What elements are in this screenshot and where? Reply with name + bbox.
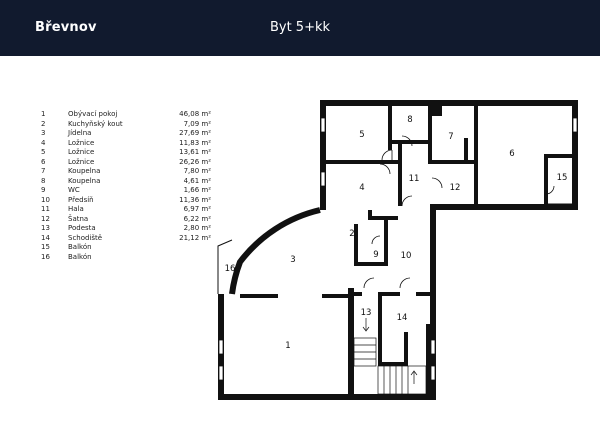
legend-room-name: Hala xyxy=(68,205,84,213)
legend-number: 15 xyxy=(41,243,50,251)
room-label-2: 2 xyxy=(349,229,354,239)
legend-number: 4 xyxy=(41,138,46,147)
legend-room-name: Obývací pokoj xyxy=(68,110,118,118)
room-label-4: 4 xyxy=(359,183,364,193)
legend-row: 6 Ložnice 26,26 m² xyxy=(41,158,211,168)
legend-area: 26,26 m² xyxy=(179,157,211,166)
legend-area: 21,12 m² xyxy=(179,233,211,242)
legend-area: 11,36 m² xyxy=(179,195,211,204)
legend-area: 11,83 m² xyxy=(179,138,211,147)
legend-area: 1,66 m² xyxy=(183,186,211,194)
legend-number: 13 xyxy=(41,224,50,232)
legend-area: 7,09 m² xyxy=(183,119,211,128)
page-title: Byt 5+kk xyxy=(269,20,331,35)
legend-room-name: WC xyxy=(68,186,80,194)
legend-row: 1 Obývací pokoj 46,08 m² xyxy=(41,110,211,120)
legend-row: 7 Koupelna 7,80 m² xyxy=(41,167,211,177)
legend-room-name: Ložnice xyxy=(68,148,95,156)
legend-row: 10 Předsíň 11,36 m² xyxy=(41,196,211,206)
legend-number: 1 xyxy=(41,110,46,118)
legend-number: 16 xyxy=(41,252,50,261)
room-label-8: 8 xyxy=(407,115,412,125)
legend-area: 6,22 m² xyxy=(183,214,211,223)
legend-room-name: Jídelna xyxy=(68,129,92,137)
room-label-11: 11 xyxy=(409,174,420,184)
legend-area: 46,08 m² xyxy=(179,110,211,118)
legend-room-name: Šatna xyxy=(68,214,89,223)
legend-room-name: Balkón xyxy=(68,243,92,251)
legend-room-name: Ložnice xyxy=(68,157,95,166)
legend-number: 11 xyxy=(41,205,50,213)
legend-area: 27,69 m² xyxy=(179,129,211,137)
legend-room-name: Podesta xyxy=(68,224,96,232)
legend-row: 15 Balkón xyxy=(41,243,211,253)
legend-room-name: Balkón xyxy=(68,252,92,261)
legend-row: 2 Kuchyňský kout 7,09 m² xyxy=(41,120,211,130)
legend-row: 9 WC 1,66 m² xyxy=(41,186,211,196)
legend-area: 2,80 m² xyxy=(183,224,211,232)
room-label-15: 15 xyxy=(557,173,568,183)
legend-row: 13 Podesta 2,80 m² xyxy=(41,224,211,234)
plan-walls xyxy=(218,100,578,400)
legend-area: 6,97 m² xyxy=(183,205,211,213)
balcony-outline-15 xyxy=(548,158,575,205)
legend-row: 5 Ložnice 13,61 m² xyxy=(41,148,211,158)
room-label-6: 6 xyxy=(509,149,514,159)
legend-room-name: Koupelna xyxy=(68,176,101,185)
curved-wall xyxy=(229,207,321,295)
legend-area: 4,61 m² xyxy=(183,176,211,185)
stairs xyxy=(353,318,427,395)
legend-row: 14 Schodiště 21,12 m² xyxy=(41,234,211,244)
room-label-16: 16 xyxy=(225,264,236,274)
legend-number: 7 xyxy=(41,167,46,175)
legend-number: 9 xyxy=(41,186,46,194)
legend-room-name: Koupelna xyxy=(68,167,101,175)
room-legend: 1 Obývací pokoj 46,08 m² 2 Kuchyňský kout 7,0… xyxy=(41,110,211,262)
legend-row: 16 Balkón xyxy=(41,253,211,263)
legend-room-name: Schodiště xyxy=(68,233,103,242)
legend-number: 5 xyxy=(41,148,46,156)
legend-row: 8 Koupelna 4,61 m² xyxy=(41,177,211,187)
legend-row: 11 Hala 6,97 m² xyxy=(41,205,211,215)
legend-area: 7,80 m² xyxy=(183,167,211,175)
brand-name: Břevnov xyxy=(35,20,97,35)
room-label-1: 1 xyxy=(285,341,290,351)
header-bar: Břevnov Byt 5+kk xyxy=(0,0,600,56)
legend-number: 12 xyxy=(41,214,50,223)
legend-row: 4 Ložnice 11,83 m² xyxy=(41,139,211,149)
legend-row: 3 Jídelna 27,69 m² xyxy=(41,129,211,139)
room-label-5: 5 xyxy=(359,130,364,140)
room-label-7: 7 xyxy=(448,132,453,142)
balcony-outline xyxy=(217,239,233,294)
legend-number: 14 xyxy=(41,233,50,242)
legend-number: 3 xyxy=(41,129,46,137)
room-label-10: 10 xyxy=(401,251,412,261)
legend-row: 12 Šatna 6,22 m² xyxy=(41,215,211,225)
legend-area: 13,61 m² xyxy=(179,148,211,156)
legend-number: 8 xyxy=(41,176,46,185)
legend-number: 6 xyxy=(41,157,46,166)
legend-number: 10 xyxy=(41,195,50,204)
legend-room-name: Kuchyňský kout xyxy=(68,119,123,128)
room-label-14: 14 xyxy=(397,313,408,323)
room-label-12: 12 xyxy=(450,183,461,193)
legend-room-name: Předsíň xyxy=(68,195,94,204)
legend-room-name: Ložnice xyxy=(68,138,95,147)
room-label-13: 13 xyxy=(361,308,372,318)
door-swings xyxy=(363,135,555,289)
room-label-3: 3 xyxy=(290,255,295,265)
room-label-9: 9 xyxy=(373,250,378,260)
legend-number: 2 xyxy=(41,119,46,128)
windows xyxy=(218,117,578,381)
